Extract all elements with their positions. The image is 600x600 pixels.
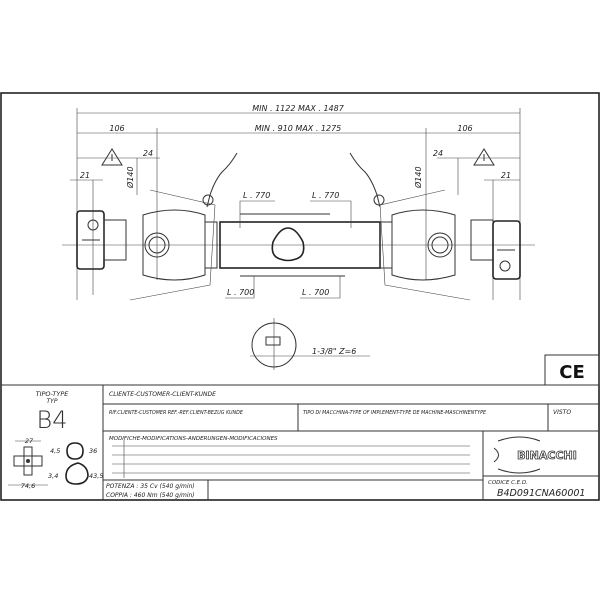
drawing-frame [0, 92, 600, 501]
left-guard-dimension: 24 [143, 149, 153, 158]
large-tube-profile-icon [65, 462, 89, 485]
warning-icon [101, 148, 123, 166]
torque-rating: COPPIA : 460 Nm (540 g/min) [106, 492, 195, 499]
safety-chain-left [206, 152, 238, 208]
code-label: CODICE C.E.D. [488, 480, 528, 486]
modifications-label: MODIFICHE-MODIFICATIONS-ANDERUNGEN-MODIF… [109, 436, 278, 442]
approved-label: VISTO [553, 409, 571, 416]
type-label: TIPO-TYPE [36, 390, 70, 398]
customer-label: CLIENTE-CUSTOMER-CLIENT-KUNDE [109, 391, 216, 398]
svg-text:BINACCHI: BINACCHI [517, 449, 577, 462]
machine-type-label: TIPO DI MACCHINA-TYPE OF IMPLEMENT-TYPE … [303, 410, 487, 416]
code-value: B4D091CNA60001 [497, 488, 585, 499]
power-rating: POTENZA : 35 Cv (540 g/min) [106, 483, 195, 490]
binacchi-logo: BINACCHI [493, 436, 577, 474]
safety-chain-right [349, 152, 381, 208]
cross-width: 27 [25, 437, 34, 445]
right-diameter-dimension: Ø140 [413, 166, 423, 189]
type-label-de: TYP [47, 398, 58, 405]
warning-icon [473, 148, 495, 166]
right-guard-dimension: 24 [433, 149, 443, 158]
outer-tube-length-right: L . 770 [312, 191, 339, 200]
large-profile-size: 43,5 [89, 472, 103, 480]
driveshaft [76, 189, 521, 301]
ce-mark: CE [559, 362, 585, 383]
cross-joint-icon [8, 440, 48, 486]
type-value: B4 [37, 406, 68, 434]
small-profile-wall: 4,5 [50, 447, 60, 455]
cross-length: 74,6 [21, 482, 35, 490]
title-block [1, 384, 599, 500]
right-end-dimension: 106 [457, 124, 472, 133]
outer-tube-length-left: L . 770 [243, 191, 270, 200]
inner-tube-length-left: L . 700 [227, 288, 254, 297]
large-profile-wall: 3,4 [48, 472, 58, 480]
small-profile-size: 36 [89, 447, 97, 455]
spline-spec: 1-3/8" Z=6 [312, 347, 356, 356]
dimension-lines [70, 108, 521, 300]
spline-detail [250, 318, 370, 370]
left-flange-dimension: 21 [80, 171, 90, 180]
overall-length-dimension: MIN . 1122 MAX . 1487 [252, 104, 345, 113]
inner-tube-length-right: L . 700 [302, 288, 329, 297]
customer-ref-label: RIF.CLIENTE-CUSTOMER REF.-REF.CLIENT-BEZ… [109, 410, 244, 416]
inner-length-dimension: MIN . 910 MAX . 1275 [255, 124, 342, 133]
right-flange-dimension: 21 [501, 171, 511, 180]
left-diameter-dimension: Ø140 [125, 166, 135, 189]
left-end-dimension: 106 [109, 124, 124, 133]
small-tube-profile-icon [66, 442, 84, 460]
